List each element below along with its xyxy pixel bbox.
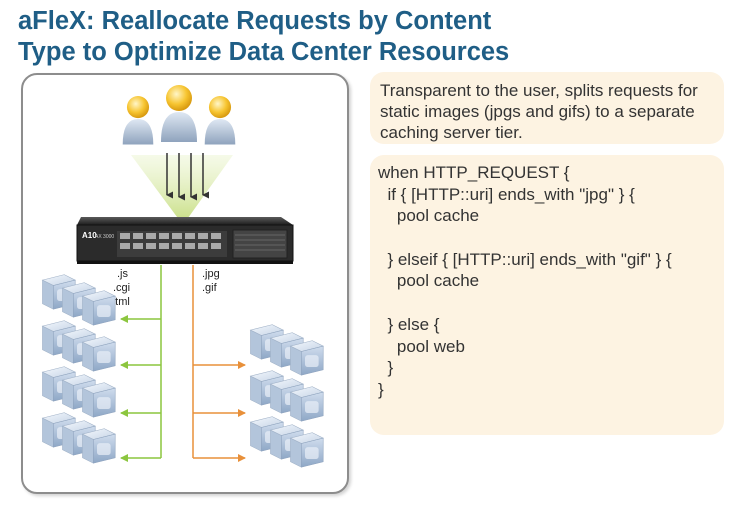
slide-title-line-1: aFleX: Reallocate Requests by Content xyxy=(18,7,492,35)
device-model: AX 3000 xyxy=(95,234,114,240)
cache-server-tier-icon xyxy=(249,324,324,468)
label-cgi: .cgi xyxy=(113,282,130,294)
code-line: pool cache xyxy=(378,271,480,291)
code-line: when HTTP_REQUEST { xyxy=(378,163,570,182)
code-line: if { [HTTP::uri] ends_with "jpg" } { xyxy=(378,184,635,204)
traffic-cone-icon xyxy=(131,155,233,225)
network-diagram: A10 AX 3000 .js .cgi .html .jpg .gif xyxy=(41,85,324,468)
load-balancer-device-icon: A10 AX 3000 xyxy=(76,217,294,264)
code-line: } xyxy=(378,358,394,378)
description-text: Transparent to the user, splits requests… xyxy=(380,81,698,142)
cache-tier-arrows xyxy=(193,361,246,462)
slide-title-line-2: Type to Optimize Data Center Resources xyxy=(18,38,510,66)
request-arrows-icon xyxy=(166,153,209,201)
code-line xyxy=(378,292,716,314)
device-logo: A10 xyxy=(82,231,97,240)
code-line: } else { xyxy=(378,314,440,334)
code-box: when HTTP_REQUEST { if { [HTTP::uri] end… xyxy=(370,155,724,435)
web-tier-arrows xyxy=(120,315,161,462)
users-icon xyxy=(122,85,236,145)
code-line: pool web xyxy=(378,336,465,356)
code-line: pool cache xyxy=(378,206,480,226)
code-line: } elseif { [HTTP::uri] ends_with "gif" }… xyxy=(378,249,672,269)
description-box: Transparent to the user, splits requests… xyxy=(370,72,724,144)
web-server-tier-icon xyxy=(41,274,116,464)
label-js: .js xyxy=(117,268,129,280)
slide-title: aFleX: Reallocate Requests by Content Ty… xyxy=(18,6,738,68)
label-gif: .gif xyxy=(202,282,218,294)
label-jpg: .jpg xyxy=(202,268,220,280)
code-line: } xyxy=(378,379,384,399)
code-line xyxy=(378,227,716,249)
network-diagram-panel: A10 AX 3000 .js .cgi .html .jpg .gif xyxy=(21,73,349,494)
